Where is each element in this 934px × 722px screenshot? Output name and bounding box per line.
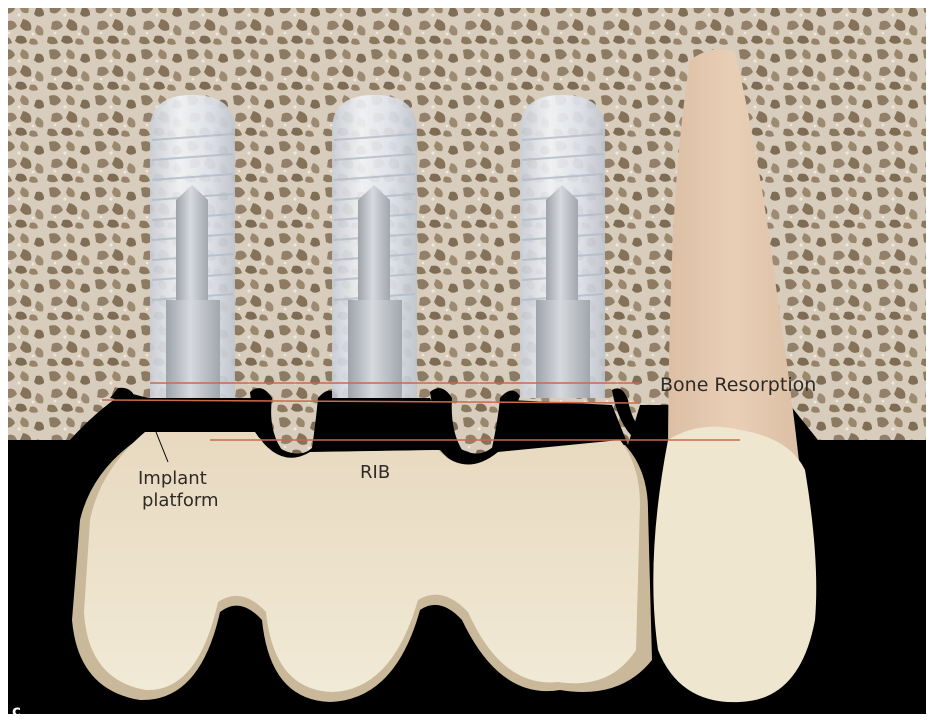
implant-platform-label-line2: platform <box>142 490 218 511</box>
bone-resorption-label: Bone Resorption <box>660 374 816 396</box>
rib-label: RIB <box>360 462 390 483</box>
panel-letter: c <box>12 702 21 720</box>
implant-3 <box>520 95 605 398</box>
implant-1 <box>150 95 235 398</box>
natural-tooth-crown <box>653 427 816 702</box>
implant-platform-label-line1: Implant <box>138 468 207 489</box>
implant-2 <box>332 95 417 398</box>
